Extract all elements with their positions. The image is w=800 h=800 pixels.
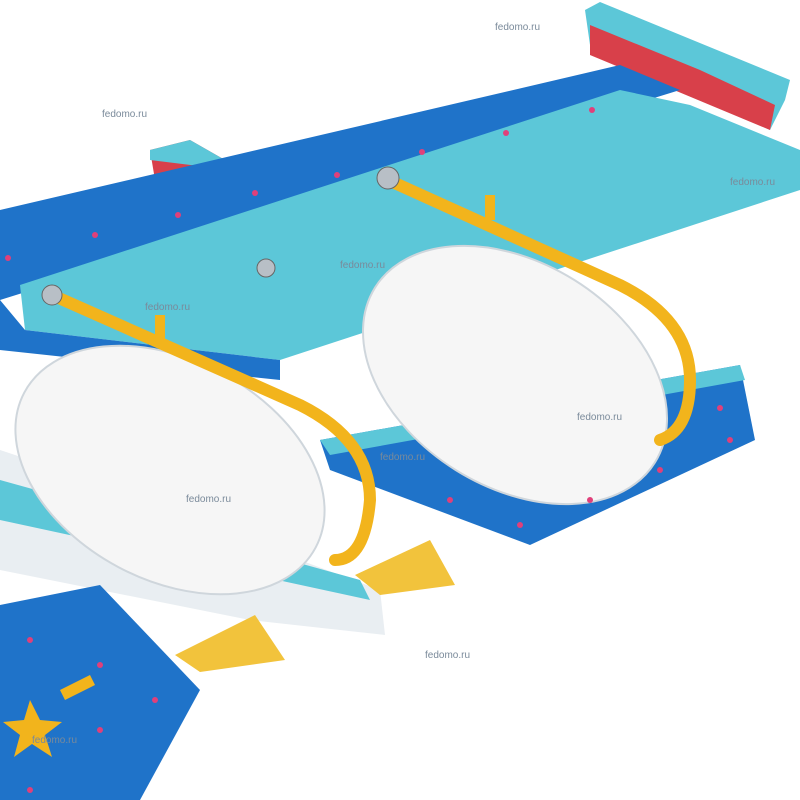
- star-icon: [3, 700, 62, 757]
- watermark: fedomo.ru: [577, 412, 622, 423]
- bottom-panel: [0, 585, 200, 800]
- watermark: fedomo.ru: [340, 260, 385, 271]
- yellow-stripe: [60, 675, 95, 700]
- watermark: fedomo.ru: [380, 452, 425, 463]
- chrome-knob: [376, 166, 400, 190]
- watermark: fedomo.ru: [32, 735, 77, 746]
- main-wing-surface: [20, 90, 800, 360]
- yellow-fin: [355, 540, 455, 595]
- watermark: fedomo.ru: [425, 650, 470, 661]
- watermark: fedomo.ru: [495, 22, 540, 33]
- watermark: fedomo.ru: [730, 177, 775, 188]
- chrome-knob: [256, 258, 276, 278]
- chrome-knob: [41, 284, 63, 306]
- lamp-arm-left: [46, 289, 377, 566]
- watermark: fedomo.ru: [186, 494, 231, 505]
- tail-fin-red: [590, 25, 775, 130]
- globe-right: [362, 244, 668, 506]
- small-fin-top: [150, 140, 225, 168]
- watermark: fedomo.ru: [145, 302, 190, 313]
- yellow-fin: [175, 615, 285, 672]
- watermark: fedomo.ru: [102, 109, 147, 120]
- led-dots: [5, 107, 733, 793]
- lamp-arm-right: [382, 174, 697, 446]
